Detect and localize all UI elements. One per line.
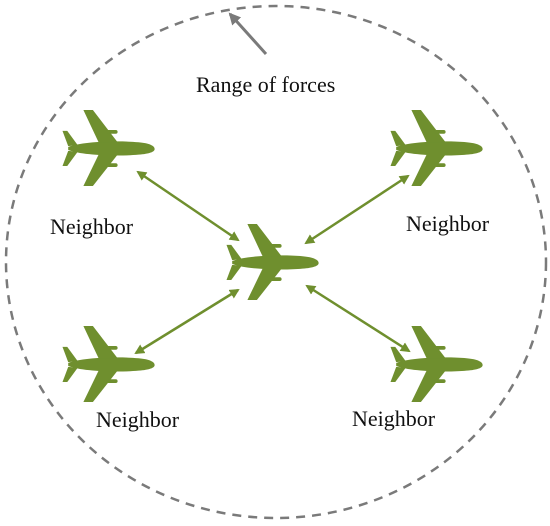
neighbor-label-bottom-left: Neighbor <box>96 407 180 432</box>
airplane-icon <box>62 326 155 402</box>
force-arrow-bottom-right <box>305 284 411 353</box>
force-arrow-top-right <box>304 174 410 245</box>
airplane-icon <box>390 110 483 186</box>
neighbor-label-top-left: Neighbor <box>50 214 134 239</box>
neighbor-label-bottom-right: Neighbor <box>352 406 436 431</box>
range-pointer-arrow <box>228 12 268 56</box>
range-of-forces-label: Range of forces <box>196 72 336 97</box>
airplane-icon <box>390 326 483 402</box>
force-arrow-top-left <box>136 170 240 242</box>
airplane-icon <box>226 224 319 300</box>
range-boundary <box>4 4 548 520</box>
force-arrow-bottom-left <box>134 288 240 355</box>
neighbor-label-top-right: Neighbor <box>406 211 490 236</box>
